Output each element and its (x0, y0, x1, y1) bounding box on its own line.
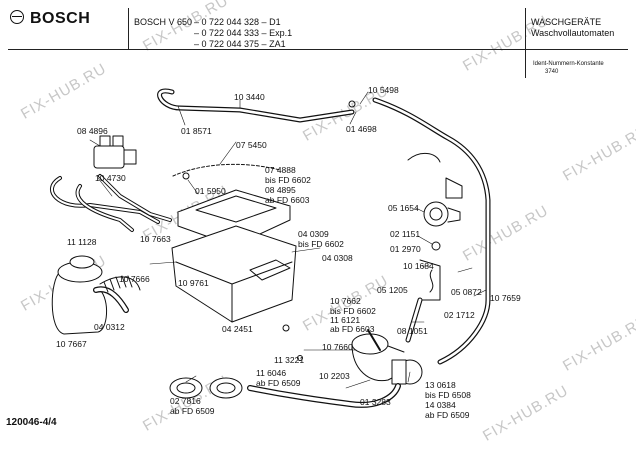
part-label: 01 8571 (181, 126, 212, 136)
part-label: 07 4888 (265, 165, 296, 175)
drawing-id: 120046-4/4 (6, 417, 57, 428)
part-label: 10 3440 (234, 92, 265, 102)
part-label: 01 5950 (195, 186, 226, 196)
hose-clamp (367, 329, 381, 351)
part-label: 11 6121 (330, 315, 361, 325)
part-label: 05 0872 (451, 287, 482, 297)
part-label: 04 0309 (298, 229, 329, 239)
part-label: bis FD 6602 (265, 175, 311, 185)
spring-clip (429, 269, 434, 293)
part-label: 04 2451 (222, 324, 253, 334)
part-label: ab FD 6509 (425, 410, 470, 420)
part-label: 01 4698 (346, 124, 377, 134)
part-label: 08 4896 (77, 126, 108, 136)
pressure-switch (423, 201, 461, 227)
hose-clip (407, 153, 441, 163)
seal-rings (169, 377, 243, 399)
part-label: 08 1051 (397, 326, 428, 336)
part-label: 10 7660 (322, 342, 353, 352)
bracket (445, 177, 463, 199)
ident-value: 3740 (545, 69, 559, 75)
part-label: 10 7666 (119, 274, 150, 284)
part-label: 10 5498 (368, 85, 399, 95)
part-label: 10 1684 (403, 261, 434, 271)
bellows-hose (99, 275, 141, 293)
part-label: ab FD 6603 (265, 195, 310, 205)
part-label: ab FD 6509 (170, 406, 215, 416)
drain-pump-housing (51, 255, 129, 335)
pressure-tube (419, 259, 441, 301)
part-label: 10 9761 (178, 278, 209, 288)
model-name: BOSCH V 650 (134, 17, 193, 27)
part-number-2: – 0 722 044 333 – Exp.1 (194, 28, 293, 38)
category-subtitle: Waschvollautomaten (531, 28, 615, 38)
part-label: 01 3283 (360, 397, 391, 407)
drain-pump (391, 359, 423, 385)
outlet-hose (247, 383, 401, 408)
header-divider-left (128, 8, 129, 50)
part-label: 10 2203 (319, 371, 350, 381)
part-label: 02 7816 (170, 396, 201, 406)
inlet-hoses (50, 174, 172, 232)
part-label: 05 1205 (377, 285, 408, 295)
bosch-armature-icon (10, 10, 24, 24)
brand-name: BOSCH (30, 10, 91, 27)
part-label: 10 7662 (330, 296, 361, 306)
detergent-drawer-assembly (171, 189, 297, 323)
part-label: 14 0384 (425, 400, 456, 410)
part-label: ab FD 6509 (256, 378, 301, 388)
bosch-logo: BOSCH (6, 6, 116, 28)
solenoid-valve (93, 135, 137, 169)
part-label: 10 4730 (95, 173, 126, 183)
header-divider-right (525, 8, 526, 78)
part-number-3: – 0 722 044 375 – ZA1 (194, 39, 286, 49)
top-hose (157, 88, 355, 123)
part-label: 01 2970 (390, 244, 421, 254)
part-number-1: – 0 722 044 328 – D1 (194, 17, 281, 27)
header-divider (8, 49, 628, 50)
part-label: 05 1654 (388, 203, 419, 213)
part-label: 10 7663 (140, 234, 171, 244)
part-label: bis FD 6602 (330, 306, 376, 316)
part-label: bis FD 6508 (425, 390, 471, 400)
part-label: 02 1712 (444, 310, 475, 320)
part-label: bis FD 6602 (298, 239, 344, 249)
part-label: 10 7659 (490, 293, 521, 303)
part-label: 02 1151 (390, 229, 421, 239)
category-title: WASCHGERÄTE (531, 17, 602, 27)
part-label: 11 3221 (274, 355, 305, 365)
part-label: 07 5450 (236, 140, 267, 150)
ident-label: Ident-Nummern-Konstante (533, 61, 604, 67)
right-hose (372, 97, 491, 365)
part-label: 11 1128 (67, 237, 97, 247)
overflow-tube (172, 163, 281, 177)
part-label: ab FD 6603 (330, 324, 375, 334)
part-label: 04 0308 (322, 253, 353, 263)
part-label: 11 6046 (256, 368, 287, 378)
part-label: 10 7667 (56, 339, 87, 349)
small-parts (182, 100, 441, 361)
leader-lines (89, 91, 487, 389)
part-label: 08 4895 (265, 185, 296, 195)
part-label: 13 0618 (425, 380, 456, 390)
part-label: 04 0312 (94, 322, 125, 332)
